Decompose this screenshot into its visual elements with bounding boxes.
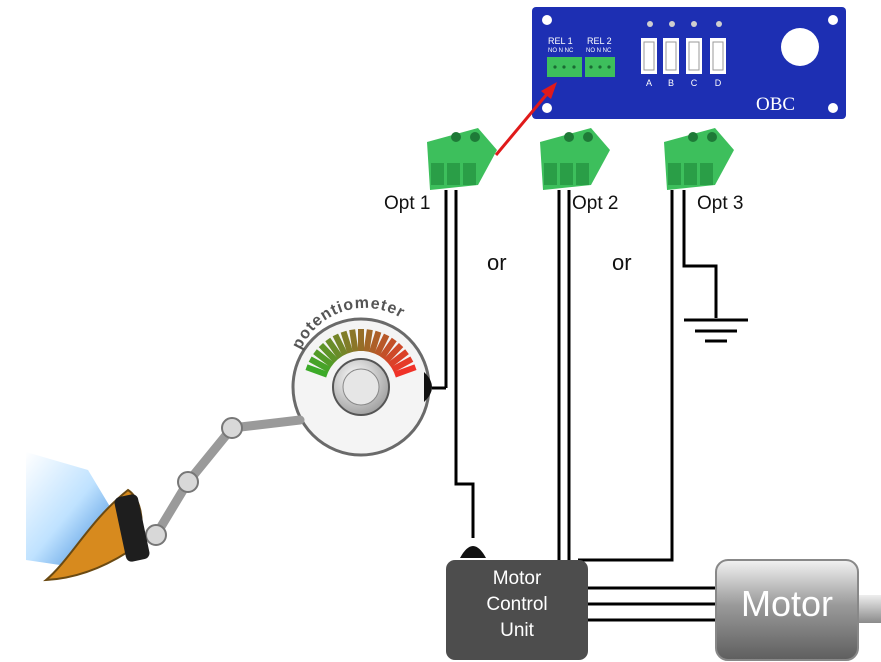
motor-shaft bbox=[856, 595, 881, 623]
potentiometer-tick bbox=[368, 330, 382, 354]
potentiometer-tick bbox=[391, 356, 414, 373]
mcu-label-line3: Unit bbox=[500, 620, 534, 641]
relay2-label: REL 2 bbox=[587, 36, 612, 46]
channel-a-label: A bbox=[645, 78, 652, 88]
motor-body bbox=[715, 559, 859, 661]
relay1-pins: NO N NC bbox=[548, 48, 574, 54]
or-label-1: or bbox=[487, 250, 507, 275]
potentiometer-tick bbox=[305, 364, 329, 378]
potentiometer-tick bbox=[325, 337, 343, 360]
connector-opt1 bbox=[427, 128, 497, 190]
relay2-pins: NO N NC bbox=[586, 48, 612, 54]
connector-opt2 bbox=[540, 128, 610, 190]
potentiometer-tick bbox=[379, 337, 397, 360]
potentiometer: potentiometer bbox=[289, 295, 432, 457]
potentiometer-tick bbox=[313, 349, 335, 368]
potentiometer-tick bbox=[374, 333, 390, 357]
potentiometer-scale bbox=[305, 329, 417, 378]
channel-connectors bbox=[641, 21, 726, 74]
or-label-2: or bbox=[612, 250, 632, 275]
mcu-label: Motor Control Unit bbox=[446, 566, 588, 644]
mount-hole bbox=[542, 15, 552, 25]
potentiometer-tick bbox=[387, 349, 409, 368]
relay-connection-arrow bbox=[494, 82, 557, 156]
potentiometer-tick bbox=[318, 343, 339, 364]
mcu-input-terminal bbox=[460, 546, 486, 558]
potentiometer-tick bbox=[363, 329, 373, 352]
option-2-label: Opt 2 bbox=[572, 193, 619, 214]
potentiometer-tick bbox=[340, 330, 354, 354]
potentiometer-tick bbox=[349, 329, 359, 352]
obc-board bbox=[532, 7, 846, 119]
potentiometer-tick bbox=[332, 333, 348, 357]
mcu-label-line2: Control bbox=[486, 594, 548, 615]
channel-d-label: D bbox=[714, 78, 722, 88]
relay1-label: REL 1 bbox=[548, 36, 573, 46]
motor-control-unit bbox=[446, 560, 588, 660]
mount-hole bbox=[828, 15, 838, 25]
potentiometer-tick bbox=[383, 343, 404, 364]
option-1-label: Opt 1 bbox=[384, 193, 431, 214]
pedal-pad bbox=[114, 494, 150, 562]
channel-c-label: C bbox=[690, 78, 698, 88]
mount-hole bbox=[542, 103, 552, 113]
mcu-label-line1: Motor bbox=[492, 568, 542, 589]
motor-label: Motor bbox=[740, 583, 834, 624]
ground-symbol bbox=[684, 318, 748, 343]
option-3-label: Opt 3 bbox=[697, 193, 744, 214]
potentiometer-tick bbox=[308, 356, 331, 373]
channel-b-label: B bbox=[667, 78, 674, 88]
wires bbox=[432, 190, 718, 622]
connector-opt3 bbox=[664, 128, 734, 190]
potentiometer-tick bbox=[393, 364, 417, 378]
mount-hole bbox=[828, 103, 838, 113]
pedal-assembly bbox=[26, 415, 305, 582]
board-large-hole bbox=[781, 28, 819, 66]
board-name: OBC bbox=[756, 94, 796, 115]
